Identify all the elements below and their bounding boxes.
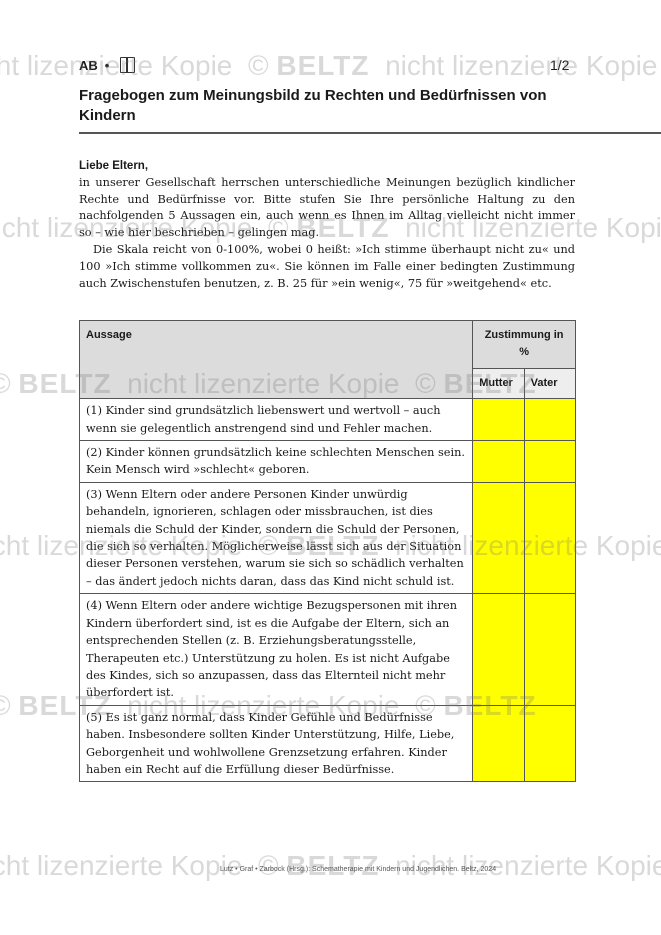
answer-mother-3[interactable] (472, 481, 525, 595)
questionnaire-table: Aussage Zustimmung in % Mutter Vater (1)… (78, 319, 577, 783)
answer-mother-4[interactable] (472, 593, 525, 706)
statement-5: (5) Es ist ganz normal, dass Kinder Gefü… (78, 704, 474, 783)
statement-3: (3) Wenn Eltern oder andere Personen Kin… (78, 481, 474, 595)
greeting: Liebe Eltern, (79, 160, 149, 172)
statement-4: (4) Wenn Eltern oder andere wichtige Bez… (78, 593, 474, 706)
footer-citation: Lutz • Graf • Zarbock (Hrsg.): Schemathe… (220, 866, 497, 873)
column-header-mother: Mutter (472, 367, 525, 400)
column-header-agreement: Zustimmung in % (472, 320, 576, 369)
header-divider (79, 132, 661, 134)
intro-paragraph-1: in unserer Gesellschaft herrschen unters… (79, 175, 575, 240)
intro-text: Liebe Eltern, in unserer Gesellschaft he… (79, 158, 575, 292)
column-header-statement: Aussage (78, 319, 474, 400)
answer-father-2[interactable] (523, 440, 577, 483)
table-row: (5) Es ist ganz normal, dass Kinder Gefü… (78, 704, 577, 783)
statement-1: (1) Kinder sind grundsätzlich liebenswer… (78, 398, 474, 442)
answer-father-4[interactable] (523, 593, 577, 706)
header-bullet: • (104, 57, 110, 73)
page-title: Fragebogen zum Meinungsbild zu Rechten u… (79, 87, 547, 124)
answer-mother-5[interactable] (472, 704, 525, 783)
answer-mother-2[interactable] (472, 440, 525, 483)
table-row: (3) Wenn Eltern oder andere Personen Kin… (78, 481, 577, 595)
statement-2: (2) Kinder können grundsätzlich keine sc… (78, 440, 474, 483)
worksheet-tag: AB (79, 57, 98, 73)
answer-father-1[interactable] (523, 398, 577, 442)
table-row: (1) Kinder sind grundsätzlich liebenswer… (78, 398, 577, 442)
column-header-father: Vater (523, 367, 577, 400)
table-header-row: Aussage Zustimmung in % (78, 319, 576, 400)
worksheet-header: AB • (79, 57, 136, 73)
answer-mother-1[interactable] (472, 398, 525, 442)
table-subheader-row: Mutter Vater (80, 367, 577, 400)
answer-father-3[interactable] (523, 481, 577, 595)
page-number: 1/2 (550, 57, 570, 73)
answer-father-5[interactable] (523, 704, 577, 783)
table-row: (4) Wenn Eltern oder andere wichtige Bez… (78, 593, 577, 706)
table-row: (2) Kinder können grundsätzlich keine sc… (78, 440, 577, 483)
book-icon (120, 57, 136, 73)
intro-paragraph-2: Die Skala reicht von 0-100%, wobei 0 hei… (79, 242, 575, 290)
